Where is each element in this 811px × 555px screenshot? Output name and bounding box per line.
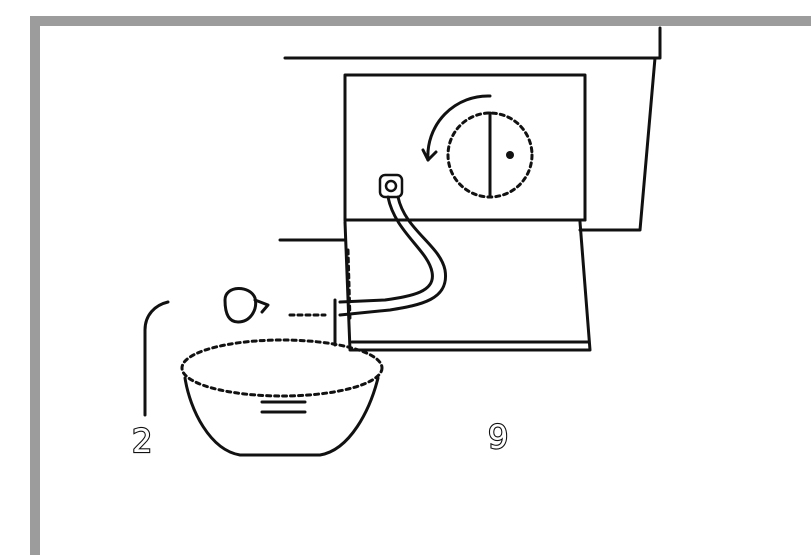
- control-panel: [345, 75, 585, 220]
- hose-connector-icon: [380, 175, 402, 197]
- callout-2: 2: [132, 422, 152, 460]
- hose-cap-icon: [225, 288, 268, 322]
- frame-border: [35, 21, 811, 555]
- callout-9: 9: [488, 418, 508, 456]
- drain-hose-inner: [340, 197, 432, 302]
- callout-leader-2: [145, 302, 168, 415]
- knob-icon: [423, 96, 532, 197]
- filter-cover-hinge: [348, 250, 350, 320]
- cabinet-side-line: [580, 58, 655, 230]
- counter-top-line: [285, 28, 660, 58]
- bowl-icon: [182, 340, 382, 455]
- filter-cover: [345, 222, 590, 350]
